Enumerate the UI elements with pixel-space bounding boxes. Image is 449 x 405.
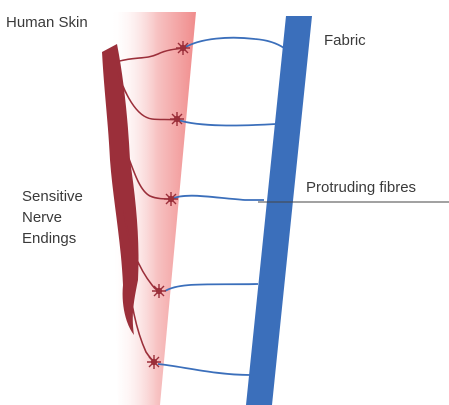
fibre-2 (178, 120, 276, 125)
fibre-5 (158, 364, 250, 375)
fibre-3 (172, 196, 264, 200)
fabric-label: Fabric (324, 30, 366, 51)
human-skin-label: Human Skin (6, 12, 88, 33)
nerve-endings-label: Sensitive Nerve Endings (22, 186, 83, 249)
fibre-4 (165, 284, 258, 291)
nerve-ending-3 (164, 192, 178, 206)
fabric-band (246, 16, 312, 405)
nerve-ending-4 (152, 284, 166, 298)
nerve-endings-label-line-2: Nerve (22, 207, 83, 228)
fibre-1 (184, 38, 284, 48)
protruding-fibres-label: Protruding fibres (306, 177, 416, 198)
nerve-ending-2 (170, 112, 184, 126)
nerve-endings-label-line-3: Endings (22, 228, 83, 249)
nerve-ending-1 (176, 41, 190, 55)
nerve-endings-label-line-1: Sensitive (22, 186, 83, 207)
nerve-ending-5 (147, 355, 161, 369)
